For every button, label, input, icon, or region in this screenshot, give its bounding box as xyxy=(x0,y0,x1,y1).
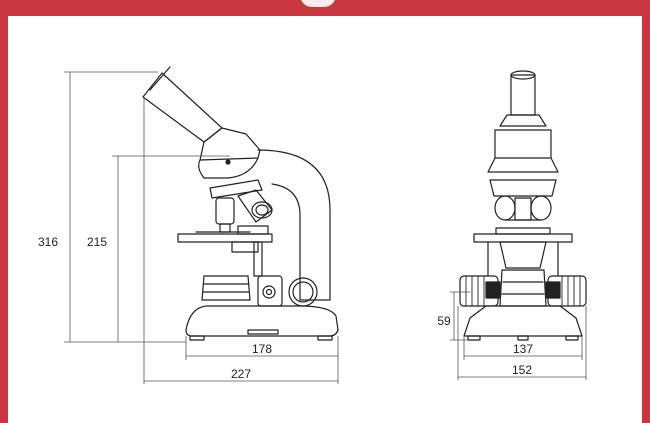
header-bar xyxy=(0,0,650,16)
front-nosepiece xyxy=(489,179,557,197)
front-objective-right xyxy=(530,195,552,221)
front-lamp xyxy=(499,269,547,307)
side-lamp-housing xyxy=(201,275,251,301)
dim-label-stage-height: 215 xyxy=(87,235,107,249)
side-arm xyxy=(257,149,331,301)
dim-label-knob-height: 59 xyxy=(437,314,451,328)
front-head xyxy=(494,129,552,159)
dim-label-total-width: 152 xyxy=(512,363,532,377)
dim-label-total-depth: 227 xyxy=(231,367,251,381)
front-base xyxy=(463,305,583,337)
dim-label-total-height: 316 xyxy=(38,235,58,249)
side-base xyxy=(185,305,339,337)
side-condenser xyxy=(231,241,259,253)
side-objective-1 xyxy=(215,197,235,225)
side-coarse-knob-housing xyxy=(257,275,283,307)
side-view-microscope xyxy=(142,66,339,341)
side-nosepiece xyxy=(209,179,263,199)
side-eyepiece xyxy=(142,72,223,143)
side-stage xyxy=(177,233,273,243)
front-stage xyxy=(473,233,573,243)
front-view-microscope xyxy=(459,70,587,341)
side-fine-knob xyxy=(262,285,276,299)
dim-label-side-base-width: 178 xyxy=(252,342,272,356)
front-objective-left xyxy=(494,195,516,221)
header-tab xyxy=(300,0,336,7)
dim-label-front-base-width: 137 xyxy=(513,342,533,356)
side-head xyxy=(199,127,261,161)
front-eyepiece xyxy=(510,74,536,116)
